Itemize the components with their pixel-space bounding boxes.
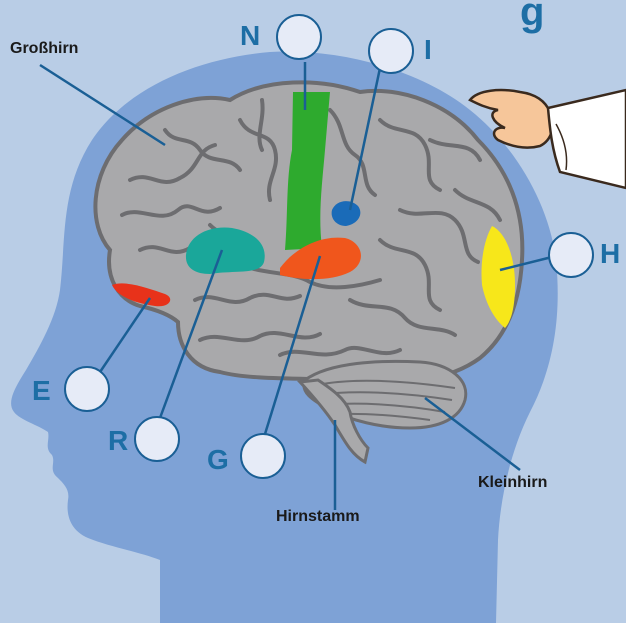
letter-g: G xyxy=(207,446,229,474)
letter-n: N xyxy=(240,22,260,50)
answer-circle-r[interactable] xyxy=(134,416,180,462)
answer-circle-g[interactable] xyxy=(240,433,286,479)
answer-circle-e[interactable] xyxy=(64,366,110,412)
letter-e: E xyxy=(32,377,51,405)
letter-i: I xyxy=(424,36,432,64)
partial-heading-letter: g xyxy=(520,0,544,32)
label-hirnstamm: Hirnstamm xyxy=(276,508,360,526)
letter-r: R xyxy=(108,427,128,455)
answer-circle-i[interactable] xyxy=(368,28,414,74)
answer-circle-h[interactable] xyxy=(548,232,594,278)
label-grosshirn: Großhirn xyxy=(10,40,78,58)
answer-circle-n[interactable] xyxy=(276,14,322,60)
label-kleinhirn: Kleinhirn xyxy=(478,474,547,492)
letter-h: H xyxy=(600,240,620,268)
